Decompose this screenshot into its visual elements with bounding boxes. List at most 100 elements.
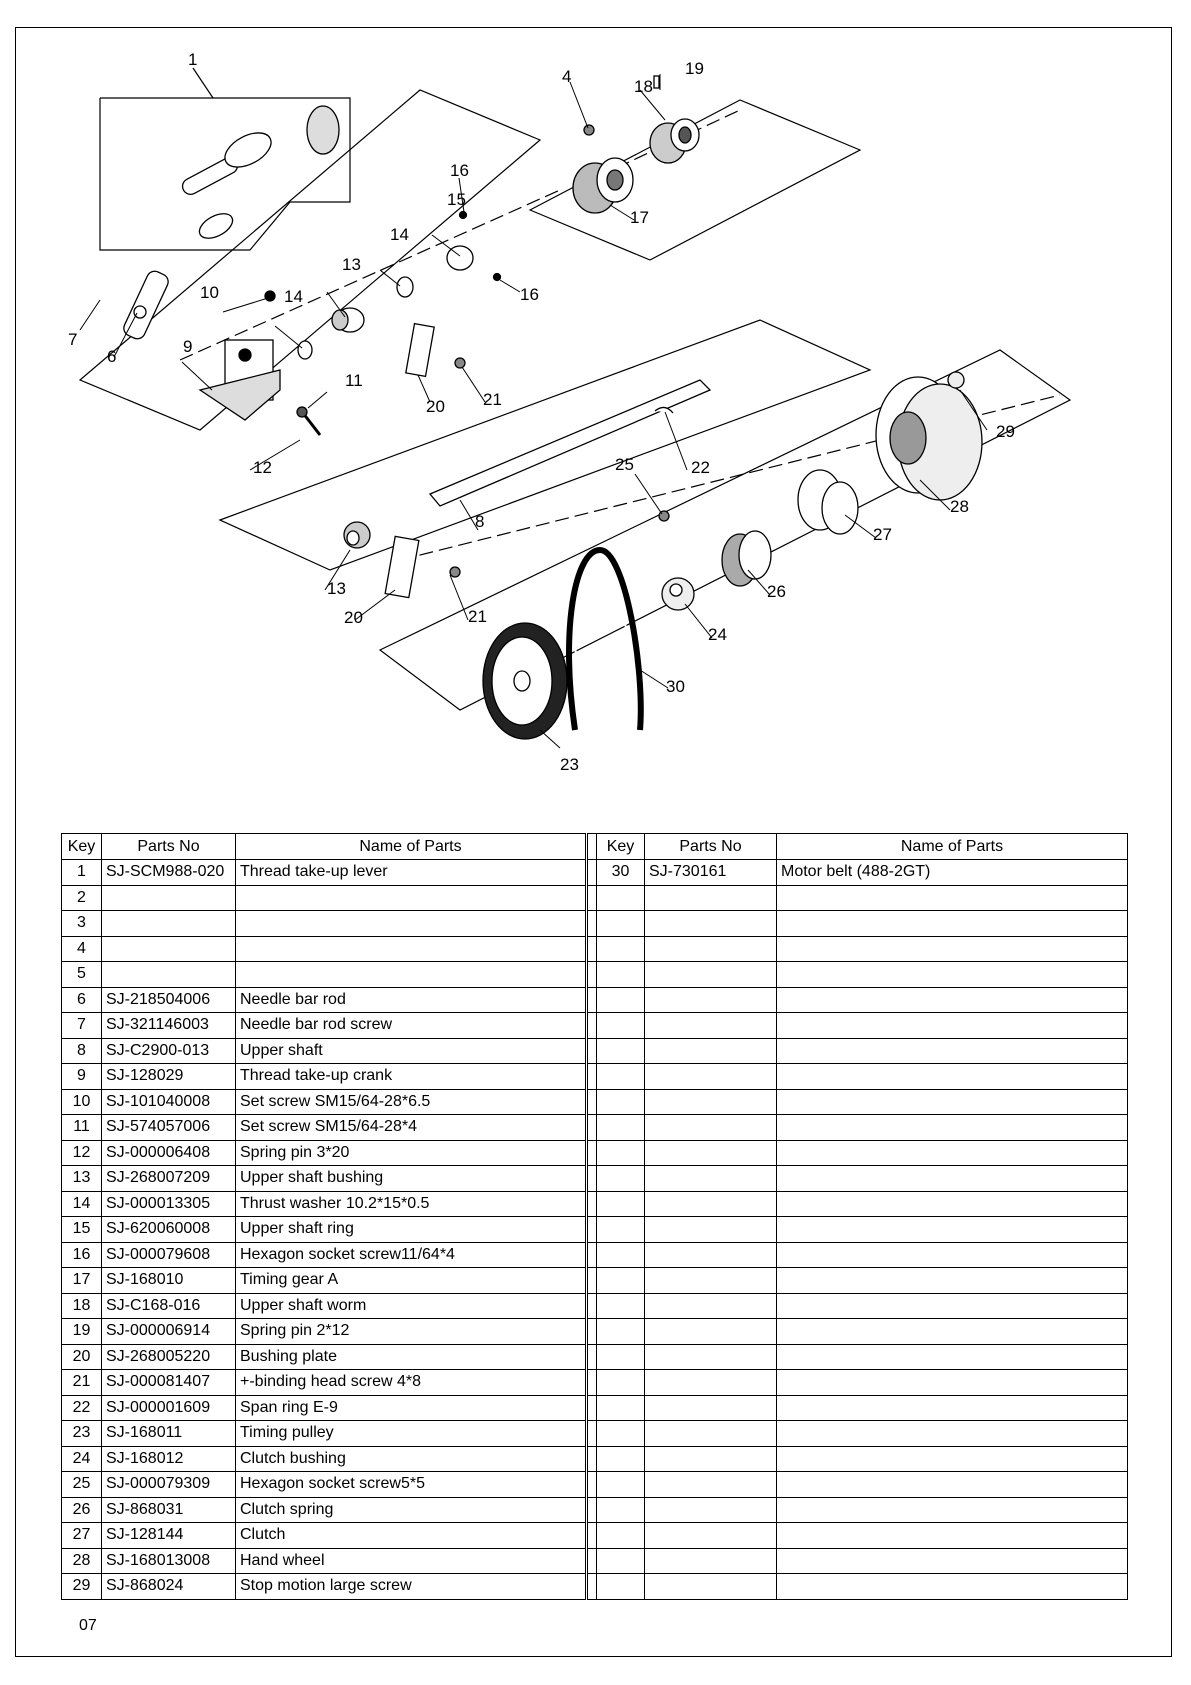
callout-label: 20	[344, 608, 363, 627]
cell-parts-no-2	[644, 1241, 777, 1268]
cell-key: 14	[61, 1190, 102, 1217]
cell-parts-no-2	[644, 1445, 777, 1472]
cell-key-2	[596, 1420, 645, 1447]
cell-name-2	[776, 1139, 1128, 1166]
column-divider	[585, 1267, 597, 1294]
cell-key-2	[596, 1343, 645, 1370]
table-row: 3	[61, 910, 1128, 937]
header-parts-no-2: Parts No	[644, 833, 777, 860]
column-divider	[585, 1190, 597, 1217]
cell-key: 4	[61, 935, 102, 962]
page-frame	[15, 27, 1172, 1657]
cell-name: Bushing plate	[235, 1343, 587, 1370]
cell-name: Timing pulley	[235, 1420, 587, 1447]
cell-parts-no-2	[644, 1369, 777, 1396]
cell-name-2	[776, 1318, 1128, 1345]
column-divider	[585, 1292, 597, 1319]
cell-key: 18	[61, 1292, 102, 1319]
column-divider	[585, 1063, 597, 1090]
cell-name-2	[776, 1420, 1128, 1447]
cell-key: 20	[61, 1343, 102, 1370]
cell-key-2	[596, 1165, 645, 1192]
cell-parts-no-2	[644, 910, 777, 937]
cell-name-2	[776, 1343, 1128, 1370]
callout-label: 16	[450, 161, 469, 180]
cell-parts-no: SJ-SCM988-020	[101, 859, 236, 886]
cell-key: 15	[61, 1216, 102, 1243]
cell-parts-no: SJ-128029	[101, 1063, 236, 1090]
cell-name: Upper shaft	[235, 1037, 587, 1064]
cell-name-2	[776, 986, 1128, 1013]
cell-key-2	[596, 1292, 645, 1319]
cell-key: 6	[61, 986, 102, 1013]
callout-label: 11	[345, 371, 363, 390]
callout-label: 4	[562, 67, 571, 86]
column-divider	[585, 1012, 597, 1039]
column-divider	[585, 1420, 597, 1447]
cell-name-2: Motor belt (488-2GT)	[776, 859, 1128, 886]
callout-label: 27	[873, 525, 892, 544]
cell-key-2	[596, 1573, 645, 1600]
cell-name-2	[776, 1547, 1128, 1574]
column-divider	[585, 1369, 597, 1396]
cell-parts-no-2	[644, 1139, 777, 1166]
callout-label: 15	[447, 190, 466, 209]
cell-parts-no: SJ-128144	[101, 1522, 236, 1549]
cell-parts-no: SJ-620060008	[101, 1216, 236, 1243]
cell-name: +-binding head screw 4*8	[235, 1369, 587, 1396]
cell-name: Thread take-up crank	[235, 1063, 587, 1090]
cell-key-2	[596, 1522, 645, 1549]
column-divider	[585, 1139, 597, 1166]
cell-parts-no-2	[644, 1420, 777, 1447]
cell-name: Upper shaft bushing	[235, 1165, 587, 1192]
cell-parts-no	[101, 961, 236, 988]
cell-parts-no: SJ-168012	[101, 1445, 236, 1472]
cell-name: Set screw SM15/64-28*6.5	[235, 1088, 587, 1115]
callout-label: 10	[200, 283, 219, 302]
cell-name-2	[776, 884, 1128, 911]
cell-parts-no-2	[644, 1522, 777, 1549]
cell-key: 17	[61, 1267, 102, 1294]
cell-name-2	[776, 1088, 1128, 1115]
header-key-2: Key	[596, 833, 645, 860]
cell-parts-no: SJ-168010	[101, 1267, 236, 1294]
cell-name-2	[776, 1216, 1128, 1243]
cell-parts-no: SJ-321146003	[101, 1012, 236, 1039]
cell-parts-no: SJ-168011	[101, 1420, 236, 1447]
cell-name-2	[776, 1496, 1128, 1523]
cell-parts-no: SJ-000013305	[101, 1190, 236, 1217]
column-divider	[585, 1522, 597, 1549]
cell-key: 8	[61, 1037, 102, 1064]
cell-name: Hexagon socket screw11/64*4	[235, 1241, 587, 1268]
callout-label: 23	[560, 755, 579, 774]
cell-parts-no-2	[644, 1063, 777, 1090]
callout-label: 9	[183, 337, 192, 356]
column-divider	[585, 1547, 597, 1574]
cell-parts-no: SJ-101040008	[101, 1088, 236, 1115]
cell-key-2	[596, 910, 645, 937]
cell-name-2	[776, 1292, 1128, 1319]
header-parts-no: Parts No	[101, 833, 236, 860]
cell-parts-no: SJ-C168-016	[101, 1292, 236, 1319]
callout-label: 13	[342, 255, 361, 274]
cell-name: Needle bar rod screw	[235, 1012, 587, 1039]
cell-name-2	[776, 910, 1128, 937]
cell-parts-no-2	[644, 1216, 777, 1243]
cell-parts-no-2	[644, 1394, 777, 1421]
cell-parts-no: SJ-000079608	[101, 1241, 236, 1268]
cell-parts-no-2	[644, 1267, 777, 1294]
cell-parts-no	[101, 910, 236, 937]
cell-key-2	[596, 1241, 645, 1268]
cell-parts-no-2	[644, 1114, 777, 1141]
callout-label: 12	[253, 458, 272, 477]
